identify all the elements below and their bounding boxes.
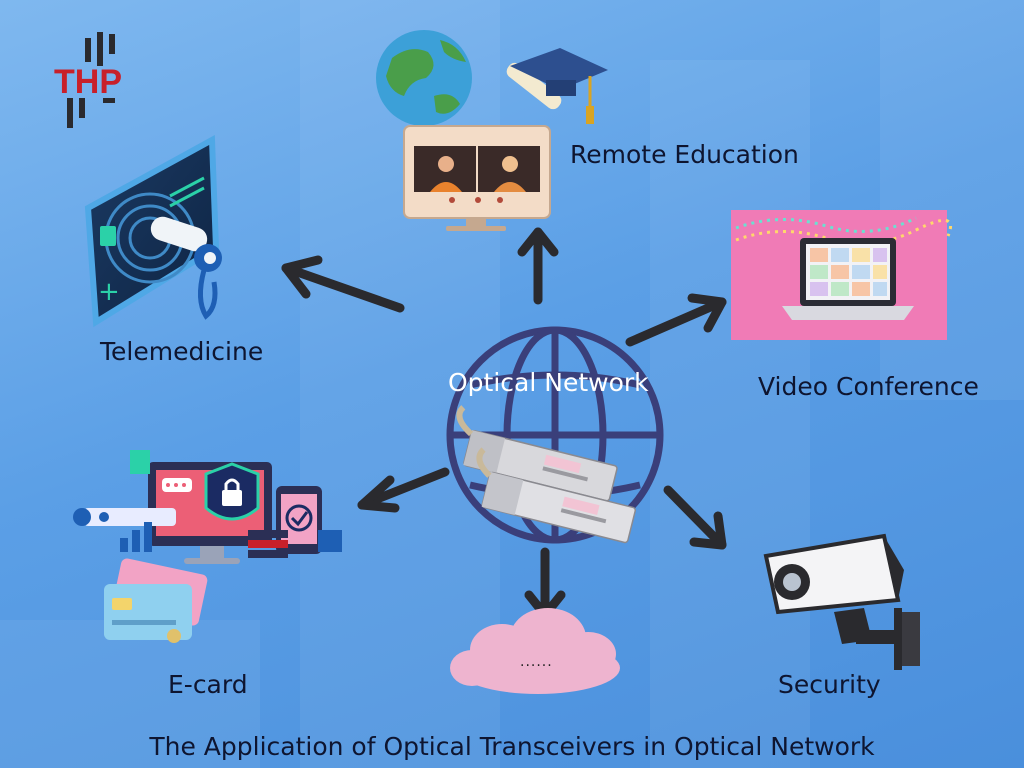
optical-transceiver-icon	[456, 405, 637, 544]
stethoscope-icon	[150, 216, 222, 320]
telemedicine-illustration: +	[84, 135, 222, 328]
arrow-to-telemedicine	[281, 255, 405, 313]
remote-education-illustration	[376, 30, 608, 231]
shopping-bag-icon	[318, 530, 342, 552]
video-conference-label: Video Conference	[758, 372, 979, 401]
monitor-video-call-icon	[403, 125, 551, 231]
user-icon	[99, 512, 109, 522]
arrow-to-security	[663, 485, 727, 550]
diagram-caption: The Application of Optical Transceivers …	[149, 732, 875, 761]
telemedicine-label: Telemedicine	[100, 337, 264, 366]
plus-icon: +	[98, 277, 120, 307]
gear-icon	[73, 508, 91, 526]
credit-cards-icon	[104, 558, 208, 643]
video-conference-illustration	[731, 210, 952, 340]
arrow-to-more	[524, 547, 566, 620]
background-slab	[650, 60, 810, 768]
cloud-icon	[450, 608, 620, 694]
optical-network-label: Optical Network	[448, 368, 649, 397]
arrows	[281, 227, 727, 620]
security-shield-icon	[204, 462, 260, 521]
arrow-to-remote-education	[517, 227, 559, 305]
thp-logo: THP	[54, 32, 122, 128]
security-label: Security	[778, 670, 881, 699]
graduation-cap-icon	[506, 48, 608, 124]
ecard-illustration	[73, 450, 342, 643]
background-slab	[0, 620, 260, 768]
security-camera-illustration	[763, 533, 920, 670]
checkmark-icon	[285, 504, 313, 532]
ecard-label: E-card	[168, 670, 248, 699]
logo-text: THP	[54, 63, 122, 101]
more-applications-label: ......	[520, 654, 553, 670]
arrow-to-video-conference	[625, 293, 727, 347]
remote-education-label: Remote Education	[570, 140, 799, 169]
arrow-to-ecard	[357, 467, 450, 513]
laptop-icon	[782, 238, 914, 320]
